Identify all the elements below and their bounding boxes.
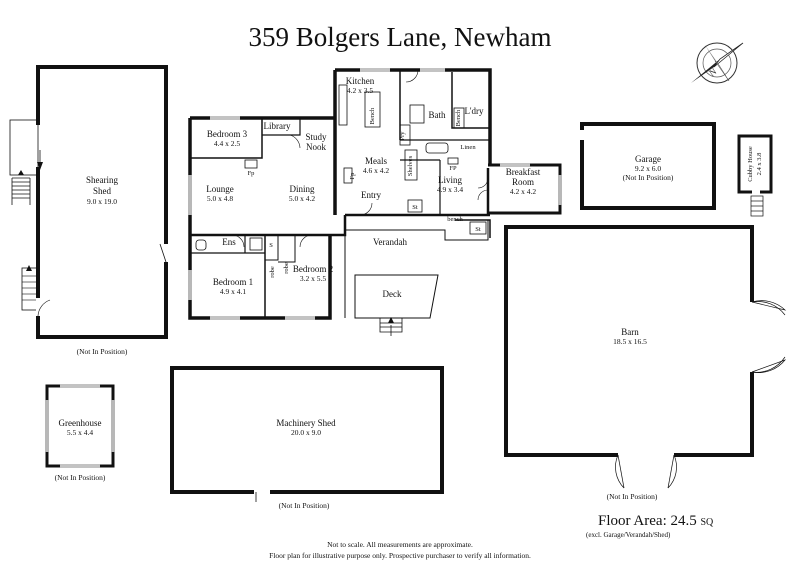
greenhouse: Greenhouse 5.5 x 4.4 (Not In Position) — [45, 384, 115, 482]
linen-label: Linen — [460, 144, 476, 151]
house-labels: Kitchen 4.2 x 3.5 Bench Bench Bath L'dry… — [206, 76, 540, 299]
shelves-label: Shelves — [407, 155, 414, 176]
breakfast-label: Breakfast — [506, 167, 541, 177]
living-label: Living — [438, 175, 462, 185]
greenhouse-label: Greenhouse — [59, 418, 102, 428]
plan-title: 359 Bolgers Lane, Newham — [248, 22, 552, 52]
barn-dims: 18.5 x 16.5 — [613, 337, 647, 346]
floor-area: Floor Area: 24.5 SQ — [598, 513, 713, 530]
bedroom3-label: Bedroom 3 — [207, 129, 248, 139]
dining-label: Dining — [289, 184, 315, 194]
machinery-shed-label: Machinery Shed — [276, 418, 336, 428]
bedroom1-label: Bedroom 1 — [213, 277, 253, 287]
bedroom2-dims: 3.2 x 5.5 — [300, 274, 327, 283]
deck-label: Deck — [383, 289, 402, 299]
garage-note: (Not In Position) — [623, 173, 674, 182]
robe-label-2: robe — [283, 262, 290, 274]
bedroom1-dims: 4.9 x 4.1 — [220, 287, 247, 296]
machinery-shed: Machinery Shed 20.0 x 9.0 (Not In Positi… — [170, 366, 444, 510]
kitchen-label: Kitchen — [346, 76, 375, 86]
barn: Barn 18.5 x 16.5 (Not In Position) — [504, 225, 787, 501]
storage-label-1: St — [412, 204, 418, 211]
house — [187, 67, 563, 336]
greenhouse-note: (Not In Position) — [55, 473, 106, 482]
barn-note: (Not In Position) — [607, 492, 658, 501]
cubby-house-label: Cubby House — [747, 146, 754, 182]
lounge-label: Lounge — [206, 184, 234, 194]
storage-label-2: St — [475, 226, 481, 233]
breakfast-label-2: Room — [512, 177, 534, 187]
cubby-house: Cubby House 2.4 x 3.8 — [737, 134, 773, 217]
laundry-label: L'dry — [464, 106, 484, 116]
library-label: Library — [264, 121, 291, 131]
shearing-shed-label-2: Shed — [93, 186, 112, 196]
compass-rose-icon: N — [691, 42, 744, 84]
greenhouse-dims: 5.5 x 4.4 — [67, 428, 94, 437]
shearing-shed: Shearing Shed 9.0 x 19.0 (Not In Positio… — [9, 65, 168, 356]
shearing-shed-label: Shearing — [86, 175, 118, 185]
shearing-shed-note: (Not In Position) — [77, 347, 128, 356]
floor-area-unit: SQ — [700, 517, 714, 528]
study-label-2: Nook — [306, 142, 326, 152]
garage-label: Garage — [635, 154, 661, 164]
lounge-dims: 5.0 x 4.8 — [207, 194, 234, 203]
floor-area-label: Floor Area: 24.5 — [598, 513, 697, 529]
living-dims: 4.9 x 3.4 — [437, 185, 464, 194]
breakfast-dims: 4.2 x 4.2 — [510, 187, 537, 196]
bedroom2-label: Bedroom 2 — [293, 264, 333, 274]
machinery-shed-note: (Not In Position) — [279, 501, 330, 510]
machinery-shed-dims: 20.0 x 9.0 — [291, 428, 321, 437]
meals-label: Meals — [365, 156, 387, 166]
bench-label-1: Bench — [369, 107, 376, 124]
fireplace-label-3: FP — [449, 165, 457, 172]
s-label: S — [269, 242, 273, 249]
garage: Garage 9.2 x 6.0 (Not In Position) — [576, 122, 716, 210]
disclaimer-line-2: Floor plan for illustrative purpose only… — [269, 551, 531, 560]
floor-area-note: (excl. Garage/Verandah/Shed) — [586, 531, 671, 539]
cubby-house-dims: 2.4 x 3.8 — [756, 153, 763, 176]
bench-label-3: bench — [447, 216, 463, 223]
garage-dims: 9.2 x 6.0 — [635, 164, 662, 173]
robe-label-1: robe — [269, 266, 276, 278]
bedroom3-dims: 4.4 x 2.5 — [214, 139, 241, 148]
shearing-shed-dims: 9.0 x 19.0 — [87, 197, 117, 206]
dining-dims: 5.0 x 4.2 — [289, 194, 316, 203]
ensuite-label: Ens — [222, 237, 236, 247]
fireplace-label-2: Fp — [349, 173, 356, 180]
bench-label-2: Bench — [455, 109, 462, 126]
verandah-label: Verandah — [373, 237, 407, 247]
kitchen-dims: 4.2 x 3.5 — [347, 86, 374, 95]
pantry-label: Pry — [399, 131, 406, 141]
barn-label: Barn — [621, 327, 639, 337]
fireplace-label-1: Fp — [248, 170, 255, 177]
entry-label: Entry — [361, 190, 381, 200]
disclaimer-line-1: Not to scale. All measurements are appro… — [327, 540, 473, 549]
meals-dims: 4.6 x 4.2 — [363, 166, 390, 175]
svg-text:N: N — [707, 66, 718, 78]
bath-label: Bath — [429, 110, 446, 120]
study-label: Study — [305, 132, 327, 142]
